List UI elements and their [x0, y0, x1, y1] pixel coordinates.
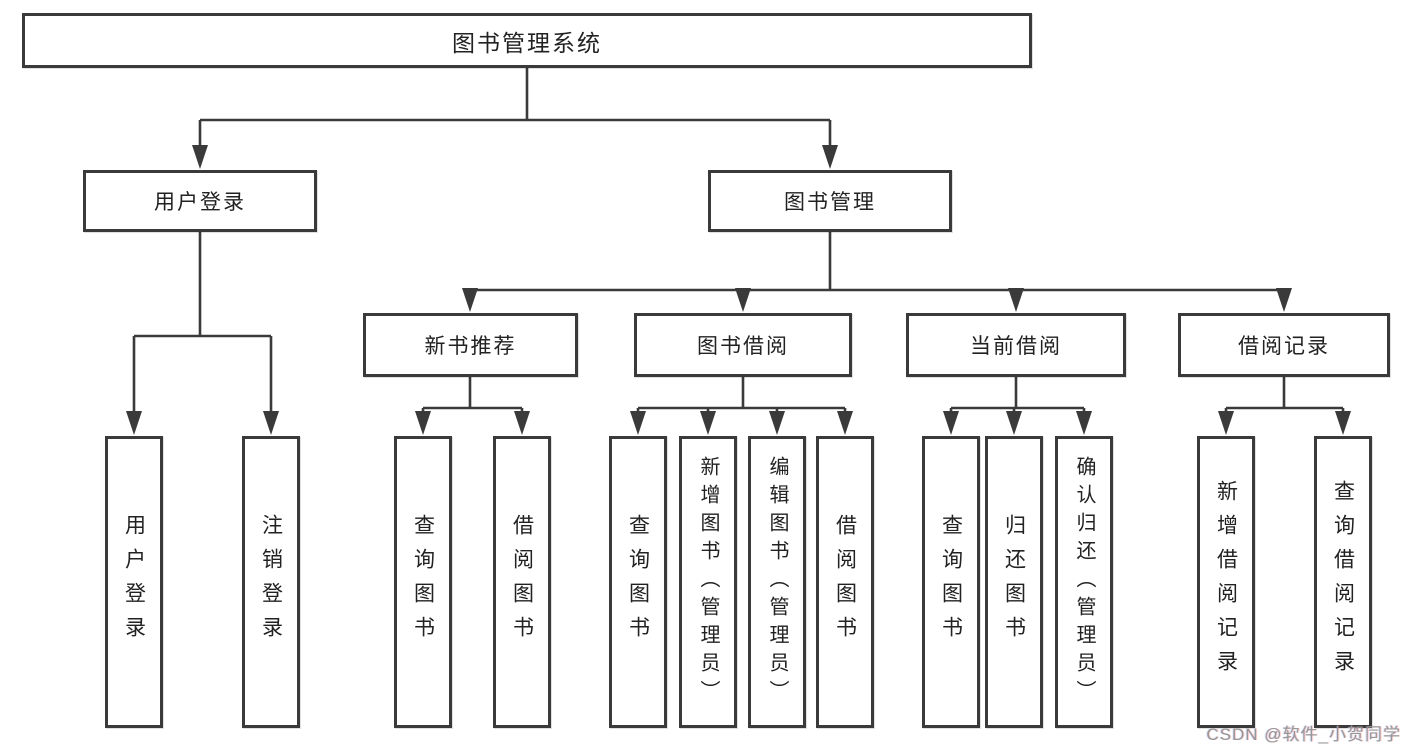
- node-book-borrowing: 图书借阅: [634, 313, 852, 377]
- node-leaf-borrow-books-2: 借阅图书: [816, 436, 874, 728]
- node-user-login-group: 用户登录: [83, 170, 317, 232]
- arrowhead-icons: [126, 145, 1351, 435]
- watermark: CSDN @软件_小贺同学: [1206, 725, 1401, 744]
- node-leaf-confirm-return-admin: 确认归还（管理员）: [1055, 436, 1113, 728]
- node-leaf-add-borrow-record: 新增借阅记录: [1197, 436, 1255, 728]
- node-leaf-query-books-3: 查询图书: [922, 436, 980, 728]
- node-root: 图书管理系统: [22, 13, 1032, 68]
- node-leaf-logout: 注销登录: [242, 436, 300, 728]
- node-current-borrowing: 当前借阅: [906, 313, 1126, 377]
- node-book-management: 图书管理: [708, 170, 952, 232]
- node-leaf-add-books-admin: 新增图书（管理员）: [679, 436, 737, 728]
- node-borrowing-records: 借阅记录: [1178, 313, 1390, 377]
- node-leaf-return-books: 归还图书: [985, 436, 1043, 728]
- node-leaf-query-books-1: 查询图书: [394, 436, 452, 728]
- node-leaf-user-login: 用户登录: [105, 436, 163, 728]
- node-leaf-edit-books-admin: 编辑图书（管理员）: [748, 436, 806, 728]
- node-leaf-query-borrow-record: 查询借阅记录: [1314, 436, 1372, 728]
- node-leaf-query-books-2: 查询图书: [609, 436, 667, 728]
- node-new-book-recommend: 新书推荐: [363, 313, 578, 377]
- node-leaf-borrow-books-1: 借阅图书: [493, 436, 551, 728]
